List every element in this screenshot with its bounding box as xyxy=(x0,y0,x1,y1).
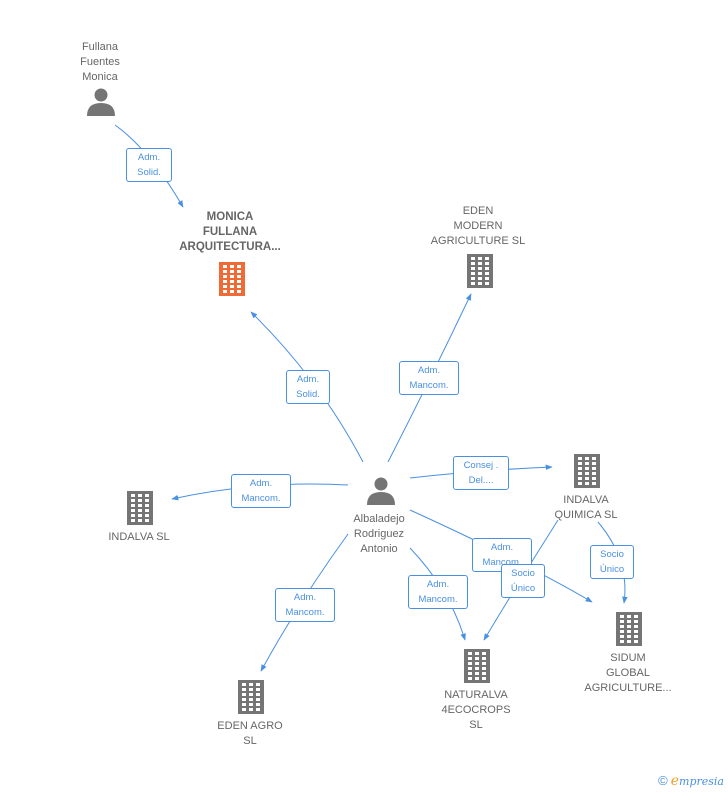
edge-label-albaladejo-indalva[interactable]: Adm. Mancom. xyxy=(231,474,291,508)
brand-watermark: ©empresia xyxy=(658,773,724,789)
edge-label-albaladejo-eden_modern[interactable]: Adm. Mancom. xyxy=(399,361,459,395)
building-icon-indalva[interactable] xyxy=(127,491,153,525)
node-label-naturalva[interactable]: NATURALVA 4ECOCROPS SL xyxy=(441,689,511,731)
brand-logo-text: mpresia xyxy=(679,775,724,788)
building-icon-eden_agro[interactable] xyxy=(238,680,264,714)
person-icon-fullana[interactable] xyxy=(87,88,115,117)
node-label-albaladejo[interactable]: Albaladejo Rodriguez Antonio xyxy=(353,513,405,555)
node-label-eden_modern[interactable]: EDEN MODERN AGRICULTURE SL xyxy=(430,205,526,247)
node-label-indalva_quimica[interactable]: INDALVA QUIMICA SL xyxy=(554,494,618,521)
edge-label-indalva_quimica-naturalva[interactable]: Socio Único xyxy=(501,564,545,598)
building-icon-indalva_quimica[interactable] xyxy=(574,454,600,488)
building-icon-eden_modern[interactable] xyxy=(467,254,493,288)
building-icon-sidum[interactable] xyxy=(616,612,642,646)
building-icon-monica_arq[interactable] xyxy=(219,262,245,296)
copyright-symbol: © xyxy=(658,773,668,788)
node-label-sidum[interactable]: SIDUM GLOBAL AGRICULTURE... xyxy=(584,652,672,694)
building-icon-naturalva[interactable] xyxy=(464,649,490,683)
edge-label-fullana-monica_arq[interactable]: Adm. Solid. xyxy=(126,148,172,182)
brand-logo-e: e xyxy=(670,773,680,789)
node-label-indalva[interactable]: INDALVA SL xyxy=(108,531,170,543)
edge-label-indalva_quimica-sidum[interactable]: Socio Único xyxy=(590,545,634,579)
node-label-monica_arq[interactable]: MONICA FULLANA ARQUITECTURA... xyxy=(179,211,281,253)
node-label-fullana[interactable]: Fullana Fuentes Monica xyxy=(80,41,120,83)
edge-label-albaladejo-eden_agro[interactable]: Adm. Mancom. xyxy=(275,588,335,622)
edge-label-albaladejo-monica_arq[interactable]: Adm. Solid. xyxy=(286,370,330,404)
person-icon-albaladejo[interactable] xyxy=(367,477,395,506)
node-label-eden_agro[interactable]: EDEN AGRO SL xyxy=(217,720,283,747)
edge-label-albaladejo-indalva_quimica[interactable]: Consej . Del.... xyxy=(453,456,509,490)
edge-label-albaladejo-naturalva[interactable]: Adm. Mancom. xyxy=(408,575,468,609)
